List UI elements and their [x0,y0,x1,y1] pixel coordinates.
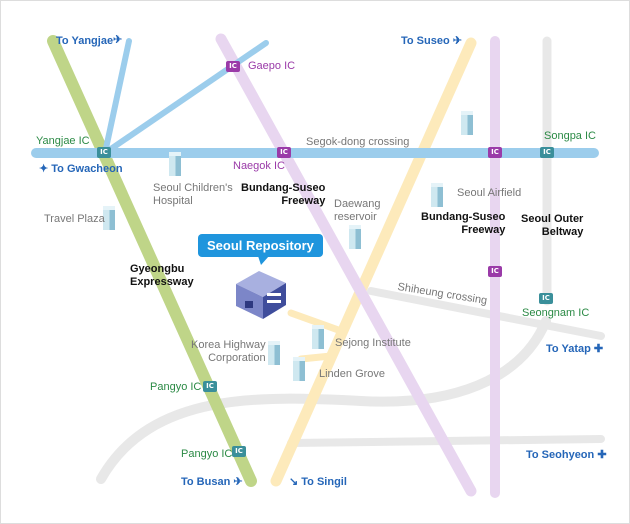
dest-suseo: To Suseo ✈ [401,35,462,48]
ic-badge-gaepo: IC [226,61,240,72]
ic-badge-songpa: IC [540,147,554,158]
dest-gwacheon-label: To Gwacheon [51,163,123,175]
bundang-line: Bundang-Suseo [241,182,326,194]
ic-pangyo-label-2: Pangyo IC [181,448,233,460]
dest-yatap-label: To Yatap [546,343,591,355]
dest-busan: To Busan ✈ [181,476,243,489]
bundang-line: Freeway [461,224,506,236]
building-icon [103,206,115,230]
arrow-icon: ✦ [39,163,52,175]
road-gyeongbu [47,35,257,487]
gyeongbu-line: Gyeongbu [130,263,185,275]
building-icon [461,111,473,135]
ic-songpa-label: Songpa IC [544,130,596,142]
dest-singil-label: To Singil [301,476,347,488]
landmark-travel-plaza: Travel Plaza [44,213,105,225]
gyeongbu-line: Expressway [130,276,194,288]
ic-badge-bundang: IC [488,147,502,158]
landmark-linden: Linden Grove [319,368,386,380]
road-to-gaepo [102,40,269,156]
beltway-line: Beltway [541,226,584,238]
ic-badge-yangjae: IC [97,147,111,158]
building-icon [312,325,324,349]
building-icon [293,357,305,381]
building-icon [169,152,181,176]
dest-singil: ↘ To Singil [289,476,347,489]
arrow-icon: ↘ [289,476,302,488]
dest-gwacheon: ✦ To Gwacheon [39,163,123,176]
arrow-icon: ✈ [452,35,462,47]
landmark-airfield: Seoul Airfield [457,187,522,199]
hospital-line: Hospital [153,195,193,207]
bundang-line: Freeway [281,195,326,207]
segok-label: Segok-dong crossing [306,136,410,148]
khc-line: Korea Highway [191,339,266,351]
arrow-icon: ✚ [597,449,607,461]
ic-badge-purple: IC [488,266,502,277]
ic-seongnam-label: Seongnam IC [522,307,590,319]
building-repository [236,271,286,319]
hospital-line: Seoul Children's [153,182,233,194]
ic-badge-pangyo-2: IC [232,446,246,457]
seoul-repository-label: Seoul Repository [198,234,323,265]
dest-yangjae: To Yangjae [56,35,114,47]
bundang-line: Bundang-Suseo [421,211,506,223]
building-icon [349,225,361,249]
building-icon [268,341,280,365]
ic-badge-seongnam: IC [539,293,553,304]
landmark-sejong: Sejong Institute [335,337,411,349]
dest-busan-label: To Busan [181,476,231,488]
khc-line: Corporation [208,352,266,364]
arrow-icon: ✚ [593,343,604,355]
ic-naegok-label: Naegok IC [233,160,285,172]
ic-yangjae-label: Yangjae IC [36,135,90,147]
ic-gaepo-label: Gaepo IC [248,60,296,72]
ic-pangyo-label: Pangyo IC [150,381,202,393]
dest-yatap: To Yatap ✚ [546,343,603,356]
ic-badge-pangyo: IC [203,381,217,392]
ic-badge-naegok: IC [277,147,291,158]
road-minor-curve [96,316,551,484]
building-icon [431,183,443,207]
road-yellow [270,37,477,487]
road-bundang-suseo [215,33,477,497]
dest-seohyeon-label: To Seohyeon [526,449,595,461]
beltway-line: Seoul Outer [521,213,584,225]
arrow-icon: ✈ [113,34,123,46]
road-shiheung [367,287,605,340]
arrow-icon: ✈ [233,476,243,488]
road-to-yangjae [102,38,132,156]
daewang-line: reservoir [334,211,377,223]
dest-seohyeon: To Seohyeon ✚ [526,449,607,462]
daewang-line: Daewang [334,198,381,210]
dest-suseo-label: To Suseo [401,35,450,47]
